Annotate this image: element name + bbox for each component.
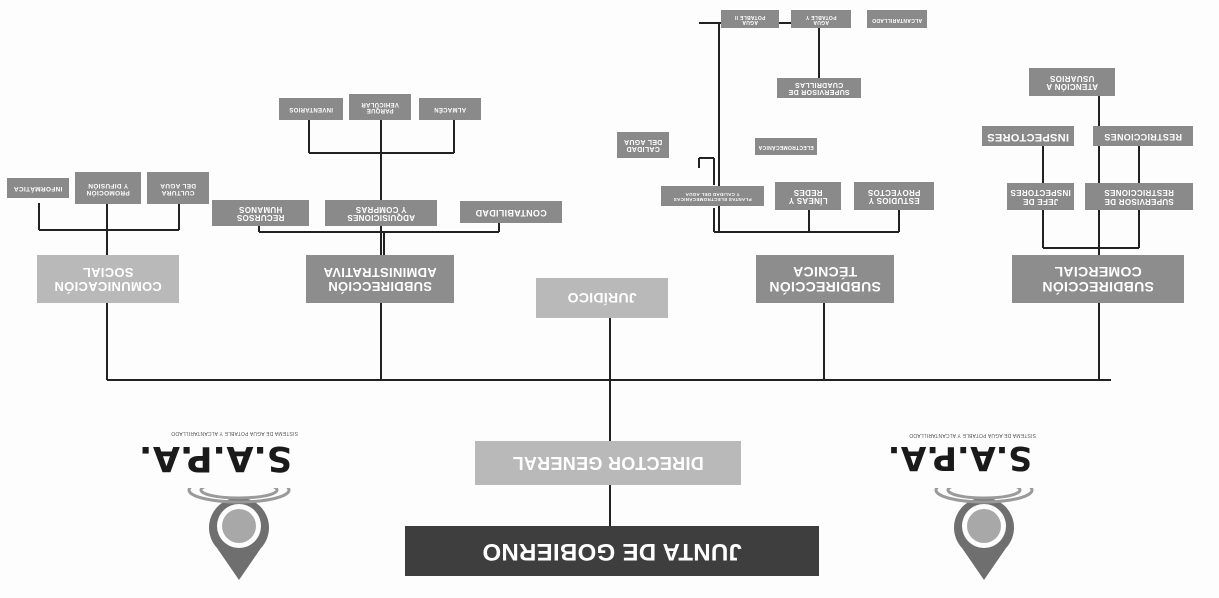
- box-almacen: ALMACÉN: [419, 98, 481, 120]
- box-comunicacion-social: COMUNICACIÓN SOCIAL: [37, 255, 179, 303]
- box-subdireccion-administrativa: SUBDIRECCIÓN ADMINISTRATIVA: [306, 255, 454, 303]
- box-contabilidad: CONTABILIDAD: [460, 201, 562, 223]
- box-supervisor-cuadrillas: SUPERVISOR DE CUADRILLAS: [777, 78, 861, 98]
- box-plantas-calidad: PLANTAS ELECTROMECÁNICAS Y CALIDAD DEL A…: [661, 186, 764, 206]
- box-jefe-inspectores: JEFE DE INSPECTORES: [1007, 183, 1074, 210]
- sapa-logo-left: S.A.P.A. SISTEMA DE AGUA POTABLE Y ALCAN…: [888, 428, 1036, 588]
- box-parque-vehicular: PARQUE VEHICULAR: [349, 94, 411, 120]
- box-informatica: INFORMÁTICA: [7, 178, 69, 198]
- box-atencion-usuarios: ATENCIÓN A USUARIOS: [1029, 68, 1115, 96]
- box-agua-potable: AGUA POTABLE Y: [791, 10, 851, 28]
- box-inspectores: INSPECTORES: [982, 126, 1074, 146]
- box-lineas-redes: LÍNEAS Y REDES: [775, 182, 841, 210]
- box-electromecanica: ELECTROMECÁNICA: [755, 138, 817, 155]
- box-director-general: DIRECTOR GENERAL: [475, 441, 741, 485]
- logo-title: S.A.P.A.: [138, 438, 292, 478]
- logo-subtitle: SISTEMA DE AGUA POTABLE Y ALCANTARILLADO: [909, 432, 1036, 438]
- water-drop-pin-icon: [934, 488, 1034, 580]
- box-inventarios: INVENTARIOS: [279, 98, 343, 120]
- logo-title: S.A.P.A.: [887, 439, 1032, 478]
- box-agua-potable-2: AGUA POTABLE II: [721, 10, 779, 28]
- box-estudios-proyectos: ESTUDIOS Y PROYECTOS: [854, 182, 934, 210]
- box-subdireccion-comercial: SUBDIRECCIÓN COMERCIAL: [1012, 255, 1184, 303]
- box-supervisor-restricciones: SUPERVISOR DE RESTRICCIONES: [1085, 183, 1193, 210]
- box-adquisiciones-compras: ADQUISICIONES Y COMPRAS: [325, 200, 437, 226]
- box-juridico: JURÍDICO: [536, 278, 668, 318]
- box-calidad-agua: CALIDAD DEL AGUA: [617, 132, 669, 158]
- sapa-logo-right: S.A.P.A. SISTEMA DE AGUA POTABLE Y ALCAN…: [139, 428, 298, 588]
- box-subdireccion-tecnica: SUBDIRECCIÓN TÉCNICA: [756, 255, 894, 303]
- box-promocion-difusion: PROMOCIÓN Y DIFUSIÓN: [75, 172, 141, 204]
- water-drop-pin-icon: [187, 488, 291, 580]
- box-restricciones: RESTRICCIONES: [1093, 126, 1193, 146]
- box-junta-de-gobierno: JUNTA DE GOBIERNO: [405, 526, 819, 576]
- logo-subtitle: SISTEMA DE AGUA POTABLE Y ALCANTARILLADO: [171, 430, 298, 436]
- box-recursos-humanos: RECURSOS HUMANOS: [212, 200, 309, 226]
- box-cultura-agua: CULTURA DEL AGUA: [147, 172, 209, 204]
- box-alcantarillado: ALCANTARILLADO: [867, 10, 927, 28]
